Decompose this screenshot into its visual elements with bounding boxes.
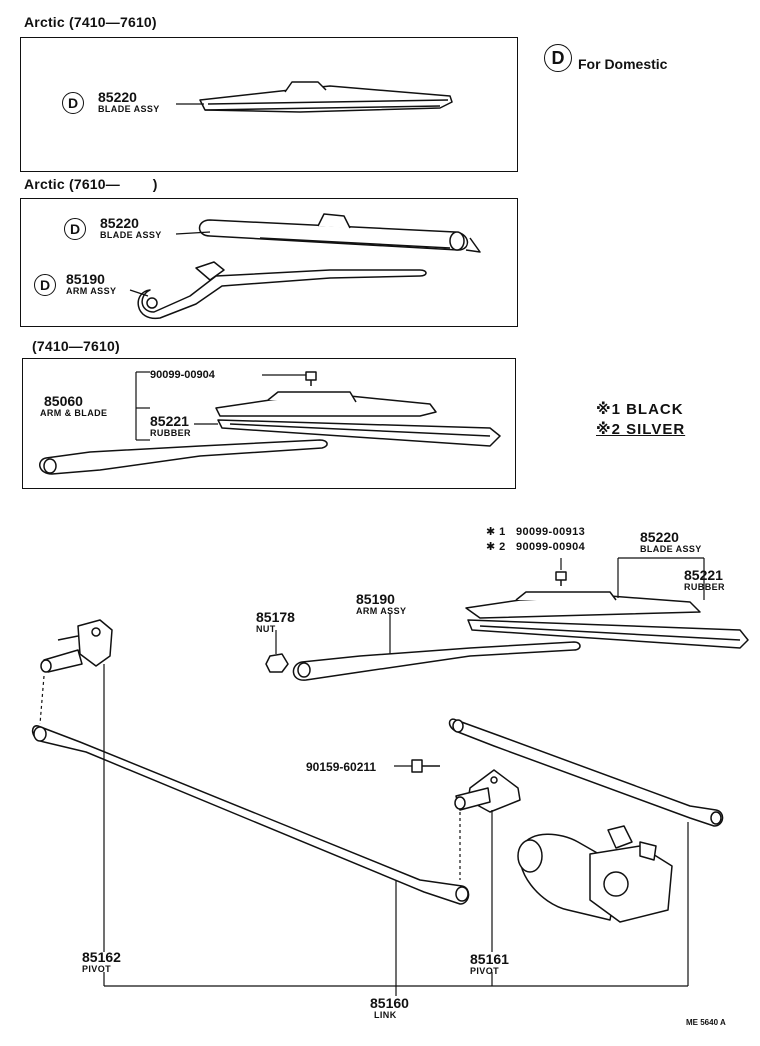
domestic-icon: D <box>64 218 86 240</box>
part-number-screw: 90099-00904 <box>150 369 215 381</box>
color-note-silver: ※2 SILVER <box>596 421 686 438</box>
screw-drawing-main <box>555 571 567 586</box>
bolt-drawing <box>411 759 440 773</box>
part-name-pivot-left: PIVOT <box>82 964 112 974</box>
part-name-rubber: RUBBER <box>684 582 725 592</box>
link-drawing <box>31 725 470 905</box>
part-number-blade-assy: 85220 <box>98 89 137 105</box>
blade-assy-drawing-arctic-late <box>198 213 481 253</box>
nut-drawing <box>265 653 289 673</box>
part-number-arm-assy: 85190 <box>66 271 105 287</box>
part-number-blade-assy: 85220 <box>100 215 139 231</box>
part-number-rubber: 85221 <box>150 413 189 429</box>
part-number-rubber: 85221 <box>684 567 723 583</box>
pivot-right-drawing <box>454 769 521 813</box>
part-name-arm-assy: ARM ASSY <box>356 606 407 616</box>
part-number-pivot-right: 85161 <box>470 951 509 967</box>
screw-variant-2: ✱ 2 90099-00904 <box>486 541 586 553</box>
link-right-drawing <box>448 718 724 827</box>
domestic-icon: D <box>34 274 56 296</box>
section-title-arctic-late: Arctic (7610— ) <box>24 176 158 192</box>
figure-code: ME 5640 A <box>686 1018 726 1027</box>
arm-assy-main-drawing <box>292 641 581 681</box>
part-name-pivot-right: PIVOT <box>470 966 500 976</box>
blade-assy-main-drawing <box>465 591 749 649</box>
part-name-arm-assy: ARM ASSY <box>66 286 117 296</box>
part-number-bolt: 90159-60211 <box>306 760 377 774</box>
screw-variant-1: ✱ 1 90099-00913 <box>486 526 586 538</box>
part-number-arm-blade: 85060 <box>44 393 83 409</box>
part-number-link: 85160 <box>370 995 409 1011</box>
screw-drawing-standard <box>305 371 317 386</box>
part-name-nut: NUT <box>256 624 276 634</box>
arctic-late-box <box>20 198 518 327</box>
arm-assy-drawing-arctic-late <box>137 261 427 319</box>
arm-blade-drawing <box>39 391 501 475</box>
part-name-arm-blade: ARM & BLADE <box>40 408 108 418</box>
section-title-standard: (7410—7610) <box>32 338 120 354</box>
part-name-blade-assy: BLADE ASSY <box>98 104 160 114</box>
part-number-blade-assy: 85220 <box>640 529 679 545</box>
part-number-arm-assy: 85190 <box>356 591 395 607</box>
part-name-blade-assy: BLADE ASSY <box>100 230 162 240</box>
legend-text: For Domestic <box>578 56 668 72</box>
section-title-arctic-early: Arctic (7410—7610) <box>24 14 157 30</box>
blade-assy-drawing-arctic-early <box>199 81 453 113</box>
color-note-black: ※1 BLACK <box>596 401 684 418</box>
part-number-nut: 85178 <box>256 609 295 625</box>
domestic-icon: D <box>62 92 84 114</box>
motor-drawing <box>517 825 673 923</box>
part-number-pivot-left: 85162 <box>82 949 121 965</box>
standard-box <box>22 358 516 489</box>
pivot-left-drawing <box>40 619 113 673</box>
part-name-rubber: RUBBER <box>150 428 191 438</box>
domestic-legend-icon: D <box>544 44 572 72</box>
part-name-link: LINK <box>374 1010 397 1020</box>
arctic-early-box <box>20 37 518 172</box>
part-name-blade-assy: BLADE ASSY <box>640 544 702 554</box>
